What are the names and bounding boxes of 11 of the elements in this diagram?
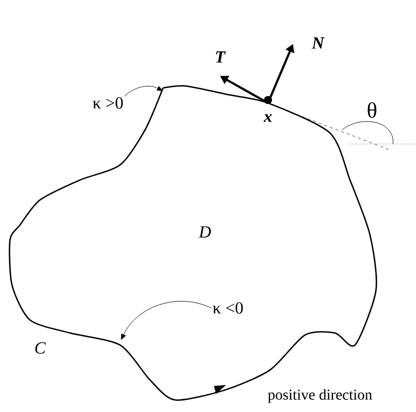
direction-label: positive direction <box>268 389 372 403</box>
curvature-label: κ <0 <box>212 302 243 314</box>
vector-label: T <box>216 51 226 63</box>
vector-label: N <box>312 37 325 49</box>
leader-line <box>121 301 212 340</box>
point-label: x <box>264 114 272 122</box>
leader-line <box>124 86 163 96</box>
region-label: D <box>198 226 211 238</box>
curve-label: C <box>35 342 46 354</box>
curvature-label: κ >0 <box>92 97 123 109</box>
angle-label: θ <box>368 102 376 118</box>
